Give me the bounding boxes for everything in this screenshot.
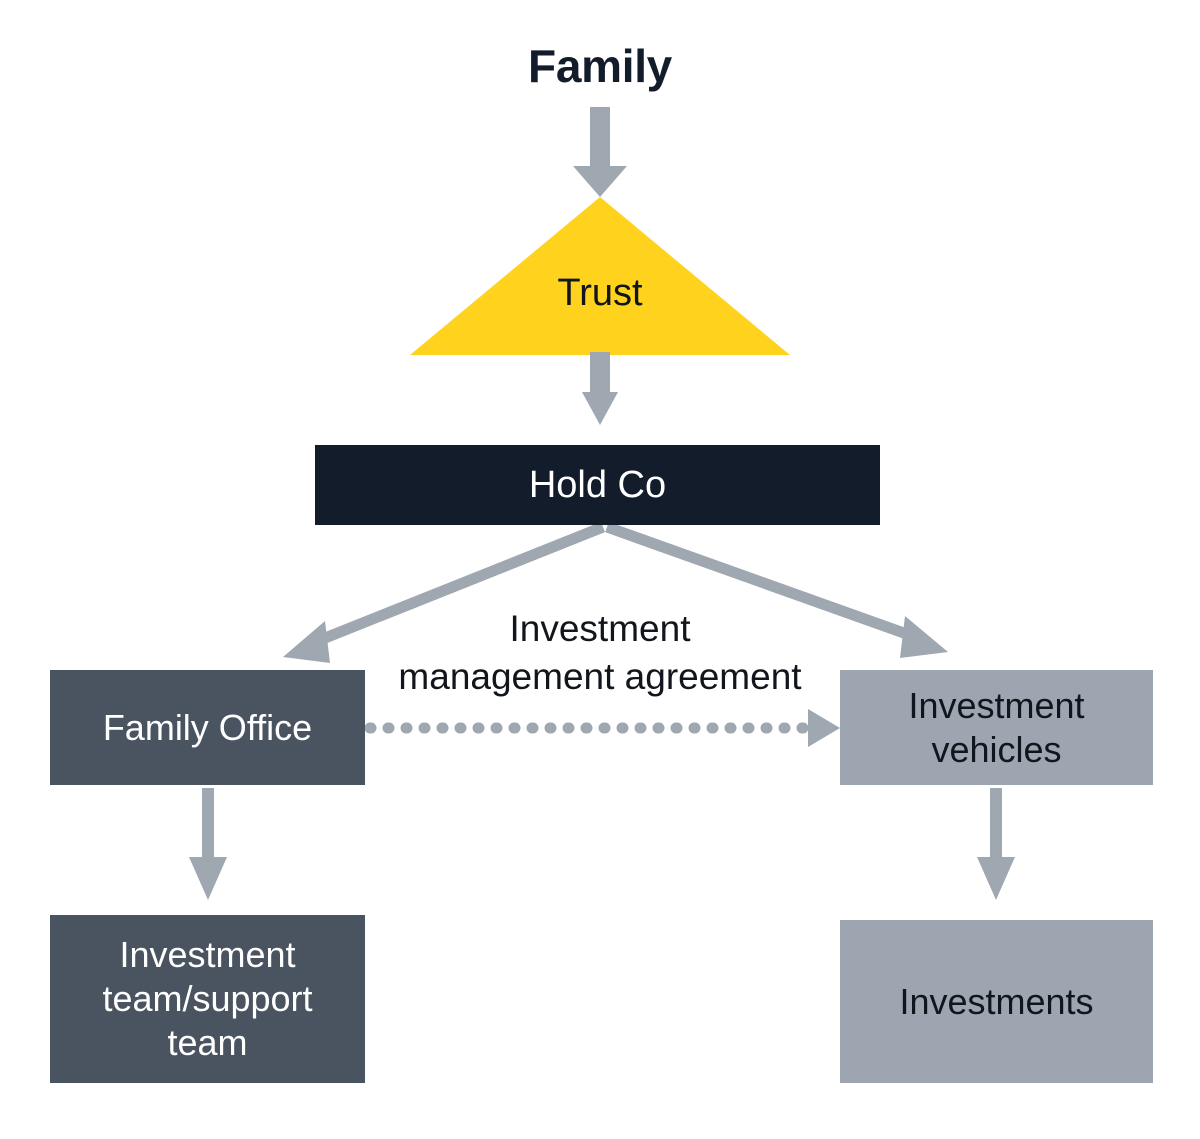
- node-investments: Investments: [840, 920, 1153, 1083]
- edge-trust-to-holdco: [582, 352, 618, 425]
- edge-family-office-to-investment-team: [189, 788, 227, 900]
- investments-label: Investments: [899, 980, 1094, 1022]
- page-title: Family: [400, 32, 800, 100]
- edge-label-investment-management-agreement: Investment management agreement: [330, 605, 870, 701]
- trust-triangle: [410, 197, 790, 355]
- edge-label-text: Investment management agreement: [398, 608, 802, 698]
- edge-holdco-to-family-office: [283, 521, 606, 663]
- edge-family-to-trust: [573, 107, 627, 197]
- node-investment-vehicles: Investment vehicles: [840, 670, 1153, 785]
- node-trust: Trust: [470, 265, 730, 321]
- edge-family-office-to-investment-vehicles: [364, 709, 840, 747]
- investment-team-label: Investment team/support team: [102, 934, 313, 1063]
- edge-investment-vehicles-to-investments: [977, 788, 1015, 900]
- node-family-office: Family Office: [50, 670, 365, 785]
- hold-co-label: Hold Co: [528, 463, 667, 506]
- family-label: Family: [528, 39, 672, 92]
- investment-vehicles-label: Investment vehicles: [908, 684, 1085, 770]
- family-office-label: Family Office: [102, 706, 313, 748]
- node-investment-team-support-team: Investment team/support team: [50, 915, 365, 1083]
- node-hold-co: Hold Co: [315, 445, 880, 525]
- trust-label: Trust: [557, 271, 643, 314]
- edge-holdco-to-investment-vehicles: [605, 521, 948, 658]
